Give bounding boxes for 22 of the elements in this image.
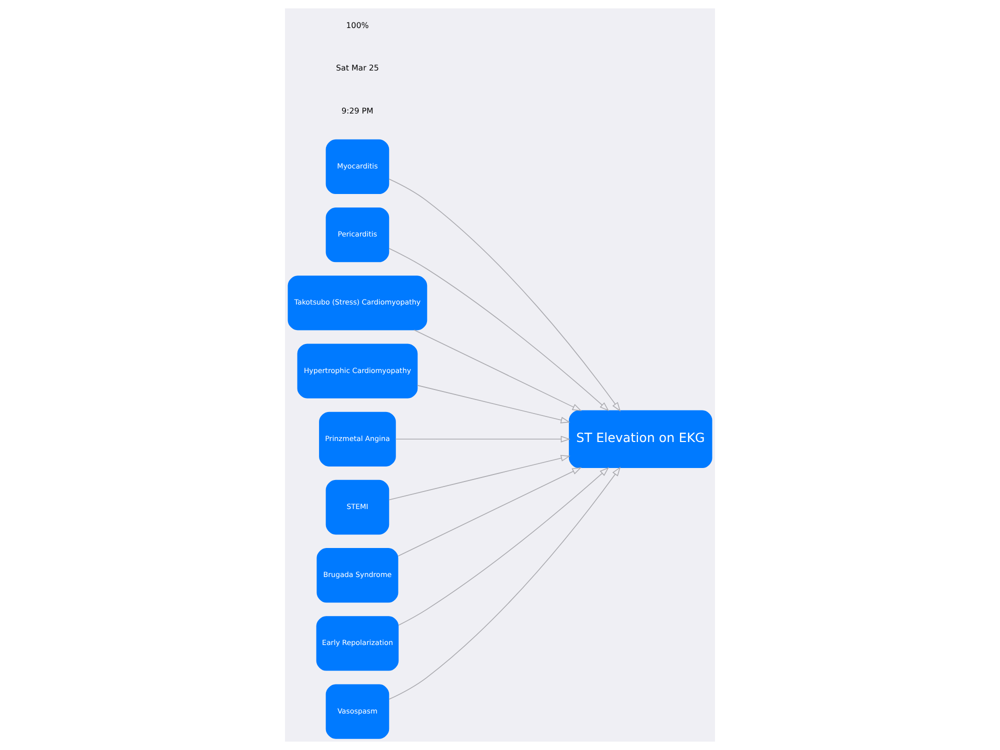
label: 9:29 PM: [342, 106, 374, 116]
node-box: Vasospasm: [326, 684, 390, 739]
label: 100%: [346, 20, 369, 30]
arrow: [398, 467, 610, 626]
node-box: STEMI: [326, 480, 390, 535]
node-box: Takotsubo (Stress) Cardiomyopathy: [288, 276, 428, 330]
arrow: [414, 330, 582, 412]
node-box: Brugada Syndrome: [316, 548, 398, 603]
label: Sat Mar 25: [336, 64, 379, 73]
arrow: [398, 467, 582, 557]
arrow: [416, 384, 570, 424]
arrow: [388, 454, 570, 500]
node-box: Hypertrophic Cardiomyopathy: [297, 344, 418, 398]
arrow: [388, 248, 610, 412]
node-box: Pericarditis: [326, 208, 390, 262]
arrow: [388, 466, 621, 700]
node-box: Myocarditis: [326, 139, 390, 194]
arrow: [388, 178, 621, 412]
node-box: Prinzmetal Angina: [319, 412, 396, 466]
node-box: Early Repolarization: [316, 616, 399, 671]
node-box: ST Elevation on EKG: [568, 410, 712, 468]
arrow: [395, 436, 570, 442]
